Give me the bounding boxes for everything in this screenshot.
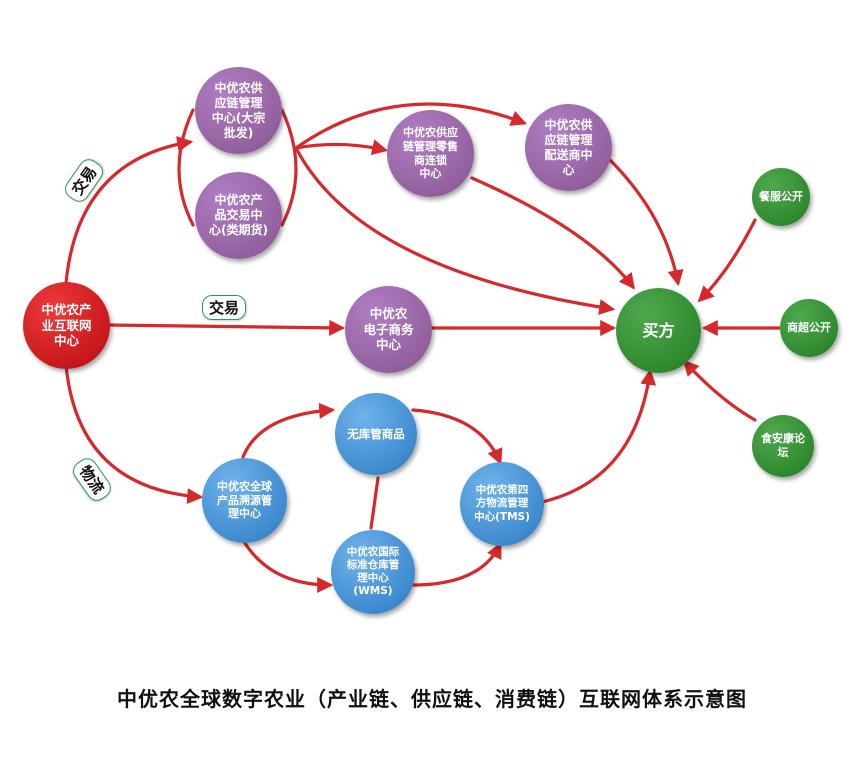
arrow-to-retail <box>294 139 389 156</box>
node-distribution: 中优农供 应链管理 配送商中 心 <box>525 104 612 191</box>
arrow-center-to-bulk <box>64 136 194 285</box>
node-ecommerce: 中优农 电子商务 中心 <box>345 286 432 373</box>
node-distribution-label: 中优农供 应链管理 配送商中 心 <box>544 117 593 177</box>
arrow-to-distribution <box>294 102 527 150</box>
node-ecommerce-label: 中优农 电子商务 中心 <box>363 306 414 353</box>
arrow-center-to-ecommerce <box>106 319 346 336</box>
node-wms-label: 中优农国际 标准仓库管 理中心 (WMS) <box>346 545 400 598</box>
label-trade-middle: 交易 <box>202 295 247 320</box>
arrow-wms-to-tms <box>411 542 502 587</box>
node-product-exchange: 中优农产 品交易中 心(类期货) <box>195 172 282 259</box>
node-tms: 中优农第四 方物流管理 中心(TMS) <box>460 462 544 546</box>
arrow-distribution-to-buyer <box>608 158 684 287</box>
node-product-exchange-label: 中优农产 品交易中 心(类期货) <box>209 193 268 237</box>
node-traceability-label: 中优农全球 产品溯源管 理中心 <box>217 479 272 521</box>
node-buyer: 买方 <box>616 288 701 373</box>
node-internet-center: 中优农产 业互联网 中心 <box>23 282 110 369</box>
node-retail-chain-label: 中优农供应 链管理零售 商连锁 中心 <box>403 126 458 181</box>
diagram-caption: 中优农全球数字农业（产业链、供应链、消费链）互联网体系示意图 <box>117 687 747 711</box>
node-catering-label: 餐服公开 <box>759 190 803 204</box>
arrow-center-to-traceability <box>64 363 204 505</box>
node-tms-label: 中优农第四 方物流管理 中心(TMS) <box>474 484 530 523</box>
node-traceability: 中优农全球 产品溯源管 理中心 <box>202 458 287 543</box>
node-catering: 餐服公开 <box>752 168 810 226</box>
node-retail-chain: 中优农供应 链管理零售 商连锁 中心 <box>387 110 474 197</box>
arrow-retail-to-buyer <box>470 176 635 290</box>
arrow-nostock-to-tms <box>411 408 503 465</box>
bracket-left <box>177 108 195 227</box>
arrow-traceability-to-nostock <box>241 402 336 459</box>
node-buyer-label: 买方 <box>642 320 675 340</box>
line-nostock-wms <box>369 476 380 530</box>
node-supermarket: 商超公开 <box>780 299 838 357</box>
node-no-stock-label: 无库管商品 <box>347 426 405 441</box>
node-supermarket-label: 商超公开 <box>787 321 831 335</box>
node-wms: 中优农国际 标准仓库管 理中心 (WMS) <box>331 530 415 614</box>
arrow-bracket-to-buyer <box>294 146 616 315</box>
node-food-safety-label: 食安康论 坛 <box>761 432 805 459</box>
node-internet-center-label: 中优农产 业互联网 中心 <box>41 302 92 349</box>
arrow-traceability-to-wms <box>241 538 334 593</box>
bracket-right <box>280 108 298 227</box>
arrow-foodsafety-to-buyer <box>682 359 757 422</box>
node-supply-chain-bulk: 中优农供 应链管理 中心(大宗 批发) <box>195 67 282 154</box>
arrow-catering-to-buyer <box>697 218 757 303</box>
arrow-tms-to-buyer <box>540 368 657 504</box>
node-no-stock: 无库管商品 <box>335 393 417 475</box>
node-supply-chain-bulk-label: 中优农供 应链管理 中心(大宗 批发) <box>211 80 266 140</box>
node-food-safety: 食安康论 坛 <box>752 415 814 477</box>
